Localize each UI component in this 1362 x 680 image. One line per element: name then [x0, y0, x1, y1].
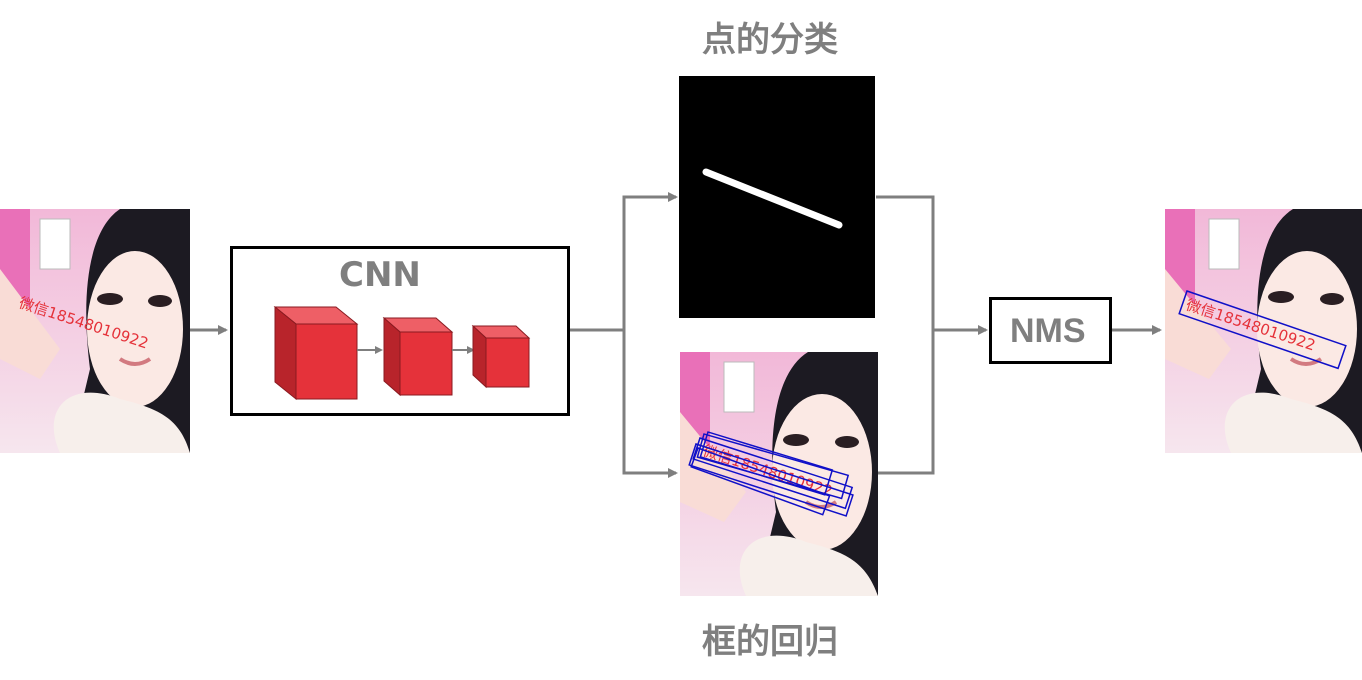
segmentation-line — [702, 168, 843, 229]
nms-box: NMS — [989, 297, 1112, 364]
cnn-label: CNN — [339, 255, 421, 295]
cnn-cubes — [273, 305, 531, 401]
arrow-cnn-to-classification — [569, 192, 678, 332]
nms-label: NMS — [1010, 312, 1086, 350]
arrow-regression-to-merge — [876, 330, 935, 475]
portrait-photo: 微信18548010922 — [0, 209, 190, 453]
input-photo: 微信18548010922 — [0, 209, 190, 453]
regression-photo: 微信18548010922 — [680, 352, 878, 596]
portrait-photo: 微信18548010922 — [1165, 209, 1362, 453]
arrow-cnn-to-regression — [622, 330, 678, 478]
segmentation-map — [679, 76, 875, 318]
output-bbox — [1178, 290, 1347, 370]
output-photo: 微信18548010922 — [1165, 209, 1362, 453]
cube-icon-medium — [382, 316, 454, 397]
box-regression-title: 框的回归 — [702, 622, 838, 662]
cnn-box: CNN — [230, 246, 570, 416]
arrow-classification-to-merge — [876, 195, 935, 330]
bbox-group — [688, 431, 854, 517]
portrait-photo: 微信18548010922 — [680, 352, 878, 596]
cube-icon-small — [471, 324, 531, 389]
point-classification-title: 点的分类 — [702, 20, 838, 60]
cube-icon-large — [273, 305, 359, 401]
